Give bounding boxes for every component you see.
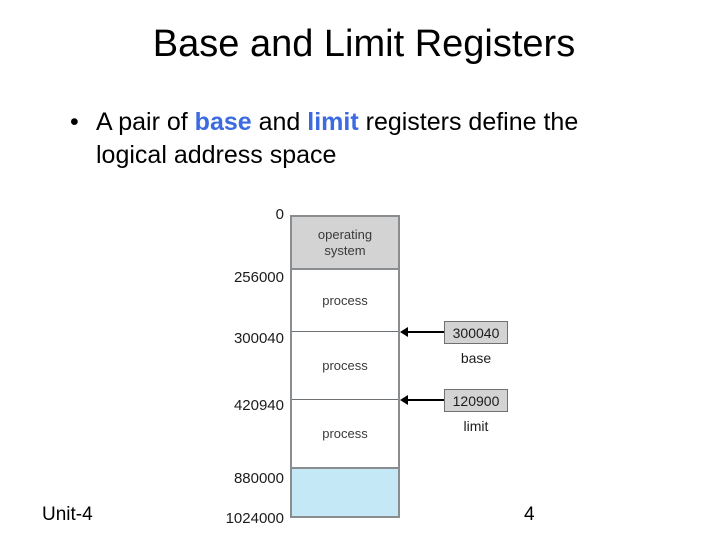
memory-segment-free-space [292, 469, 398, 516]
memory-segment-label: process [322, 357, 368, 373]
footer-unit-label: Unit-4 [42, 504, 93, 525]
keyword-limit: limit [307, 108, 359, 136]
address-label-880000: 880000 [233, 470, 284, 487]
list-item: • A pair of base and limit registers defi… [66, 106, 626, 172]
limit-arrow-head-icon [400, 395, 408, 405]
bullet-list: • A pair of base and limit registers defi… [66, 106, 626, 172]
address-label-420940: 420940 [233, 397, 284, 414]
limit-register-caption: limit [463, 418, 489, 434]
memory-segment-process-3: process [292, 400, 398, 469]
address-label-256000: 256000 [233, 269, 284, 286]
keyword-base: base [194, 108, 252, 136]
limit-arrow-line [408, 399, 444, 401]
address-label-300040: 300040 [233, 330, 284, 347]
address-label-1024000: 1024000 [225, 510, 284, 527]
memory-segment-label: process [322, 425, 368, 441]
base-arrow-line [408, 331, 444, 333]
limit-register-box: 120900 [444, 389, 508, 412]
base-register-caption: base [460, 350, 492, 366]
base-arrow-head-icon [400, 327, 408, 337]
bullet-text-mid: and [251, 108, 308, 136]
page-title: Base and Limit Registers [152, 23, 576, 65]
bullet-text-post: registers define the logical address spa… [96, 108, 579, 169]
memory-segment-process-1: process [292, 270, 398, 332]
bullet-text-pre: A pair of [96, 108, 195, 136]
base-register-box: 300040 [444, 321, 508, 344]
os-label-line2: system [324, 242, 366, 258]
memory-layout-diagram: 0 256000 300040 420940 880000 1024000 op… [210, 200, 530, 530]
memory-segment-process-2: process [292, 332, 398, 400]
os-label-line1: operating [317, 226, 373, 242]
base-register-value: 300040 [452, 324, 500, 341]
memory-segment-label: process [322, 292, 368, 308]
address-label-0: 0 [275, 206, 284, 223]
footer-page-number: 4 [524, 504, 535, 525]
bullet-marker-icon: • [70, 108, 79, 136]
limit-register-value: 120900 [452, 392, 500, 409]
